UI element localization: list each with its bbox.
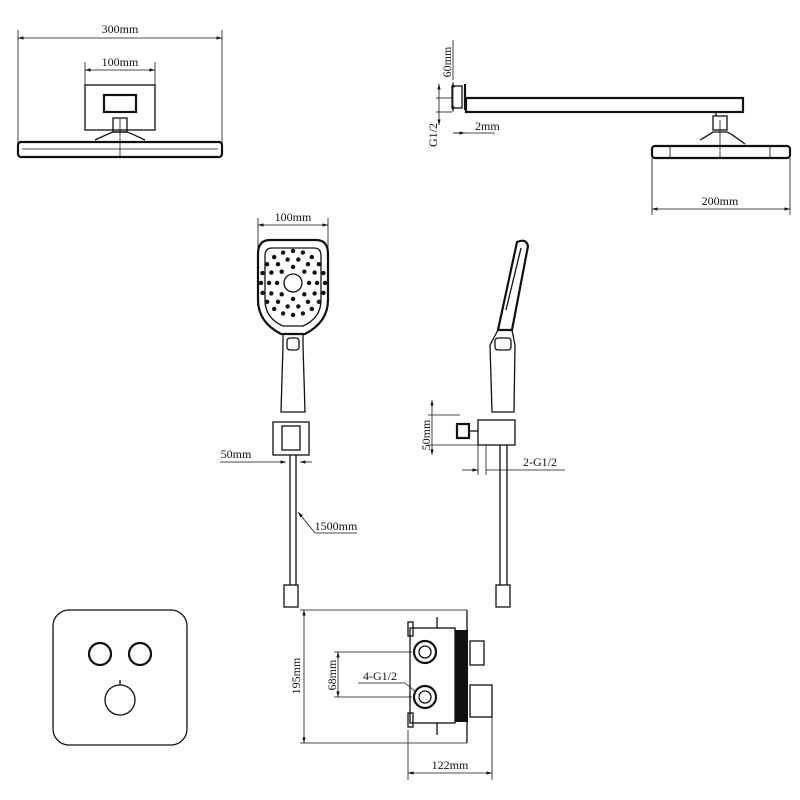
nozzle-dot [279,269,284,274]
outlet-thread-label: 2-G1/2 [523,455,557,469]
nozzle-dot [296,257,301,262]
nozzle-dot [290,264,296,270]
nozzle-dot [312,291,317,296]
nozzle-dot [314,280,320,286]
valve-height-label: 195mm [289,657,303,694]
valve-depth-label: 122mm [432,758,469,772]
box-width-label: 100mm [102,55,139,69]
diverter-knob [104,684,136,716]
nozzle-dot [269,270,274,275]
nozzle-dot [271,306,277,312]
nozzle-dot [260,290,265,296]
rain-head-width-label: 300mm [102,22,139,36]
button-left [87,641,113,667]
nozzle-dot [260,270,265,276]
inlet-spacing-label: 68mm [325,659,339,690]
nozzle-dot [302,269,307,274]
nozzle-dot [300,250,306,255]
spray-nozzles [258,248,328,318]
arm-gap-label: 2mm [475,119,500,133]
nozzle-dot [285,257,290,262]
nozzle-dot [285,304,290,309]
outlet-height-label: 50mm [419,419,433,450]
shower-arm-side-view: 60mm G1/2 2mm 200mm [426,40,792,215]
nozzle-dot [275,262,281,267]
nozzle-dot [321,290,326,296]
nozzle-dot [290,312,296,318]
nozzle-dot [274,280,280,286]
nozzle-dot [258,280,264,286]
nozzle-dot [280,250,286,255]
nozzle-dot [316,261,322,267]
nozzle-dot [280,311,286,316]
hand-shower-side-view: 50mm 2-G1/2 [419,239,565,608]
nozzle-dot [316,299,322,305]
flange-height-label: 60mm [440,46,454,77]
nozzle-dot [271,254,277,260]
nozzle-dot [290,248,296,254]
hose-length-label: 1500mm [315,519,358,533]
nozzle-dot [290,296,296,302]
nozzle-dot [302,292,307,297]
nozzle-dot [264,261,270,267]
nozzle-dot [306,280,312,286]
valve-threads-label: 4-G1/2 [363,669,397,683]
nozzle-dot [279,292,284,297]
nozzle-dot [305,262,311,267]
nozzle-dot [296,304,301,309]
arm-thread-label: G1/2 [426,123,440,147]
nozzle-dot [266,280,272,286]
control-panel-front-view [52,609,188,746]
nozzle-dot [309,306,315,312]
nozzle-dot [312,270,317,275]
nozzle-dot [269,291,274,296]
hand-shower-front-view: 100mm 50mm 1500mm [220,210,358,608]
nozzle-dot [321,270,326,276]
rain-head-front-view: 300mm 100mm [16,22,224,159]
nozzle-dot [275,299,281,304]
holder-width-label: 50mm [221,447,252,461]
button-right [127,641,153,667]
head-depth-label: 200mm [702,194,739,208]
concealed-valve-side-view: 195mm 68mm 4-G1/2 122mm [289,609,493,780]
hand-shower-width-label: 100mm [275,210,312,224]
nozzle-dot [305,299,311,304]
nozzle-dot [322,280,328,286]
nozzle-dot [309,254,315,260]
nozzle-dot [264,299,270,305]
nozzle-dot [300,311,306,316]
